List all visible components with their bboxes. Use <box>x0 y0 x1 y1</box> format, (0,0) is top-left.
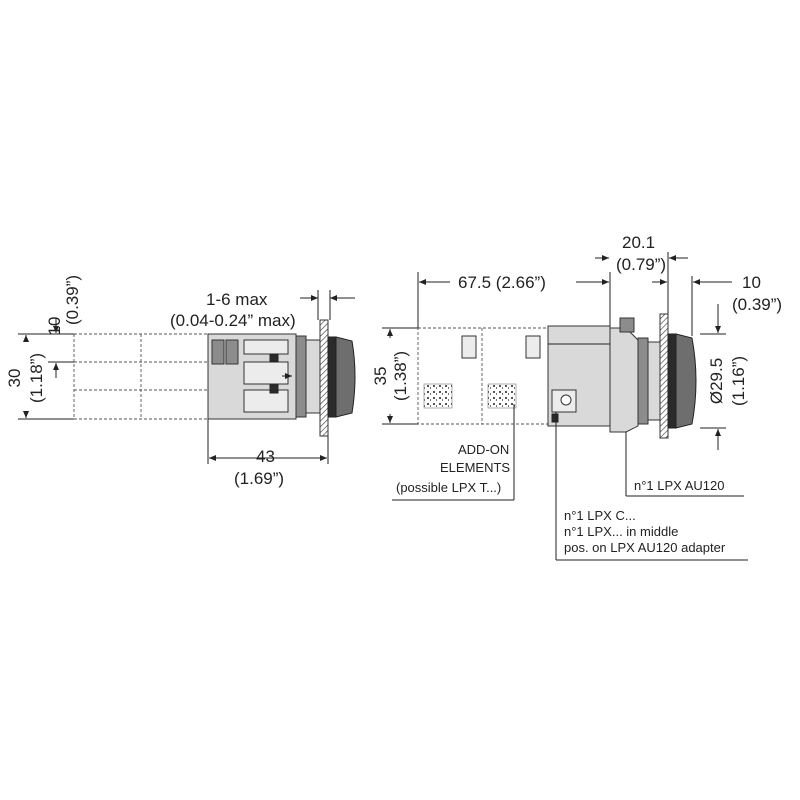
right-operator-head <box>637 313 697 439</box>
addon-label-line2: ELEMENTS <box>440 460 510 475</box>
right-contact-block <box>547 325 611 427</box>
right-panel <box>659 313 669 439</box>
left-dim-43-inch: (1.69”) <box>234 469 284 488</box>
right-dim-20-1-inch: (0.79”) <box>616 255 666 274</box>
right-addon-outlines <box>417 327 549 425</box>
left-contact-block <box>207 333 297 420</box>
left-dim-30: 30 <box>5 369 24 388</box>
right-dim-35-inch: (1.38”) <box>391 351 410 401</box>
right-adapter <box>609 317 639 433</box>
left-dim-30-inch: (1.18”) <box>27 353 46 403</box>
left-operator-head <box>295 319 356 437</box>
right-dim-diameter-inch: (1.16”) <box>729 356 748 406</box>
contact-label-line3: pos. on LPX AU120 adapter <box>564 540 726 555</box>
left-view: 1-6 max (0.04-0.24” max) 10 (0.39”) 30 (… <box>5 275 356 488</box>
left-panel <box>319 319 329 437</box>
right-dim-35: 35 <box>371 367 390 386</box>
right-dim-10: 10 <box>742 273 761 292</box>
right-dim-67-5: 67.5 (2.66”) <box>458 273 546 292</box>
left-dim-10: 10 <box>45 317 64 336</box>
adapter-label: n°1 LPX AU120 <box>634 478 725 493</box>
right-dim-10-inch: (0.39”) <box>732 295 782 314</box>
left-addon-outlines <box>73 333 209 420</box>
right-dim-20-1: 20.1 <box>622 233 655 252</box>
left-dim-43: 43 <box>256 447 275 466</box>
addon-label-line1: ADD-ON <box>458 442 509 457</box>
left-dim-10-inch: (0.39”) <box>63 275 82 325</box>
left-dim-panel-thickness: 1-6 max <box>206 290 268 309</box>
right-view: 67.5 (2.66”) 20.1 (0.79”) 10 (0.39”) 35 … <box>371 233 782 561</box>
left-dim-panel-thickness-inch: (0.04-0.24” max) <box>170 311 296 330</box>
right-dim-diameter: Ø29.5 <box>707 358 726 404</box>
contact-label-line1: n°1 LPX C... <box>564 508 636 523</box>
contact-label-line2: n°1 LPX... in middle <box>564 524 678 539</box>
addon-label-line3: (possible LPX T...) <box>396 480 501 495</box>
